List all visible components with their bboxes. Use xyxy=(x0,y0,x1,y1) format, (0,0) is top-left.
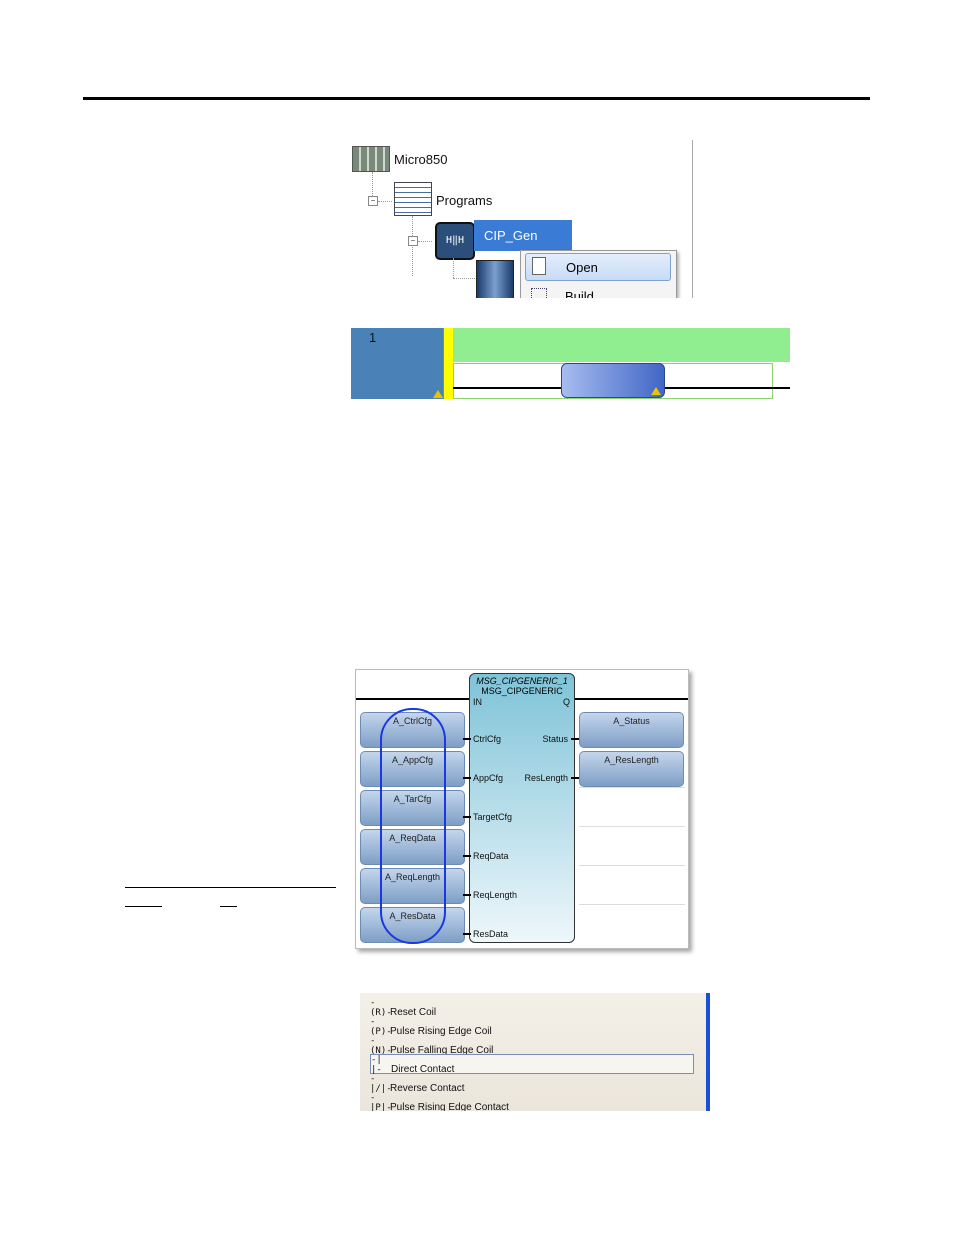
tree-item-programs[interactable]: Programs xyxy=(436,193,493,208)
block-instance-name: MSG_CIPGENERIC_1 xyxy=(476,676,568,686)
project-tree-screenshot: Micro850 − Programs − H‖H CIP_Gen Open B… xyxy=(350,140,693,298)
controller-icon xyxy=(352,146,390,172)
input-variable[interactable]: A_ReqLength xyxy=(360,868,465,904)
empty-function-block[interactable] xyxy=(561,363,665,398)
ladder-rung-screenshot: 1 xyxy=(351,328,790,399)
direct-contact-icon: -| |- xyxy=(371,1055,382,1075)
menu-item-build[interactable]: Build xyxy=(525,283,669,298)
collapse-program-icon[interactable]: − xyxy=(408,236,418,246)
build-icon xyxy=(531,288,547,298)
input-variable[interactable]: A_TarCfg xyxy=(360,790,465,826)
header-rule xyxy=(83,97,870,100)
menu-build-label: Build xyxy=(565,289,594,298)
block-warning-icon xyxy=(651,387,661,395)
programs-folder-icon xyxy=(394,182,432,216)
instruction-item[interactable]: -|/|-Reverse Contact xyxy=(370,1074,465,1094)
input-variables-highlight xyxy=(380,708,446,944)
open-icon xyxy=(532,257,546,275)
menu-item-open[interactable]: Open xyxy=(525,253,671,281)
ladder-program-icon: H‖H xyxy=(435,222,475,260)
link-underline[interactable] xyxy=(125,906,162,907)
instruction-item[interactable]: -|P|-Pulse Rising Edge Contact xyxy=(370,1093,509,1111)
pin-label: ResLength xyxy=(524,773,568,783)
pin-in: IN xyxy=(473,697,482,707)
function-block-screenshot: MSG_CIPGENERIC_1 MSG_CIPGENERIC IN Q A_C… xyxy=(355,669,689,949)
link-underline[interactable] xyxy=(125,887,336,888)
instruction-item[interactable]: -(P)-Pulse Rising Edge Coil xyxy=(370,1017,492,1037)
block-type-name: MSG_CIPGENERIC xyxy=(481,686,563,696)
rung-number: 1 xyxy=(369,330,377,345)
pin-label: CtrlCfg xyxy=(473,734,502,744)
selected-tree-item[interactable]: CIP_Gen xyxy=(474,220,572,251)
instruction-item[interactable]: -(R)-Reset Coil xyxy=(370,998,437,1018)
input-variable[interactable]: A_AppCfg xyxy=(360,751,465,787)
tree-item-cip-gen: CIP_Gen xyxy=(484,228,538,243)
input-variable[interactable]: A_ResData xyxy=(360,907,465,943)
power-rail xyxy=(443,328,454,399)
pin-label: Status xyxy=(542,734,568,744)
rung-number-gutter: 1 xyxy=(351,328,443,399)
pin-label: TargetCfg xyxy=(473,812,513,822)
pin-label: ReqData xyxy=(473,851,509,861)
pin-label: ReqLength xyxy=(473,890,518,900)
warning-icon xyxy=(433,390,443,398)
reverse-contact-icon: -|/|- xyxy=(370,1074,392,1094)
pulse-falling-coil-icon: -(N)- xyxy=(370,1036,392,1056)
variables-icon xyxy=(476,260,514,298)
reset-coil-icon: -(R)- xyxy=(370,998,392,1018)
menu-open-label: Open xyxy=(566,260,598,275)
instruction-item[interactable]: -(N)-Pulse Falling Edge Coil xyxy=(370,1036,494,1056)
link-underline[interactable] xyxy=(220,906,237,907)
output-variable[interactable]: A_ResLength xyxy=(579,751,684,787)
input-variable[interactable]: A_CtrlCfg xyxy=(360,712,465,748)
output-variable[interactable]: A_Status xyxy=(579,712,684,748)
msg-cipgeneric-block[interactable]: MSG_CIPGENERIC_1 MSG_CIPGENERIC IN Q xyxy=(469,673,575,943)
instruction-list-screenshot: -(R)-Reset Coil -(P)-Pulse Rising Edge C… xyxy=(360,993,710,1111)
pulse-rising-contact-icon: -|P|- xyxy=(370,1093,392,1111)
collapse-programs-icon[interactable]: − xyxy=(368,196,378,206)
rung-header xyxy=(453,328,790,362)
pin-q: Q xyxy=(562,697,570,707)
pulse-rising-coil-icon: -(P)- xyxy=(370,1017,392,1037)
pin-label: AppCfg xyxy=(473,773,504,783)
tree-item-controller[interactable]: Micro850 xyxy=(394,152,448,167)
input-variable[interactable]: A_ReqData xyxy=(360,829,465,865)
pin-label: ResData xyxy=(473,929,509,939)
context-menu: Open Build xyxy=(520,250,677,298)
instruction-item-selected[interactable]: -| |-Direct Contact xyxy=(370,1054,694,1075)
